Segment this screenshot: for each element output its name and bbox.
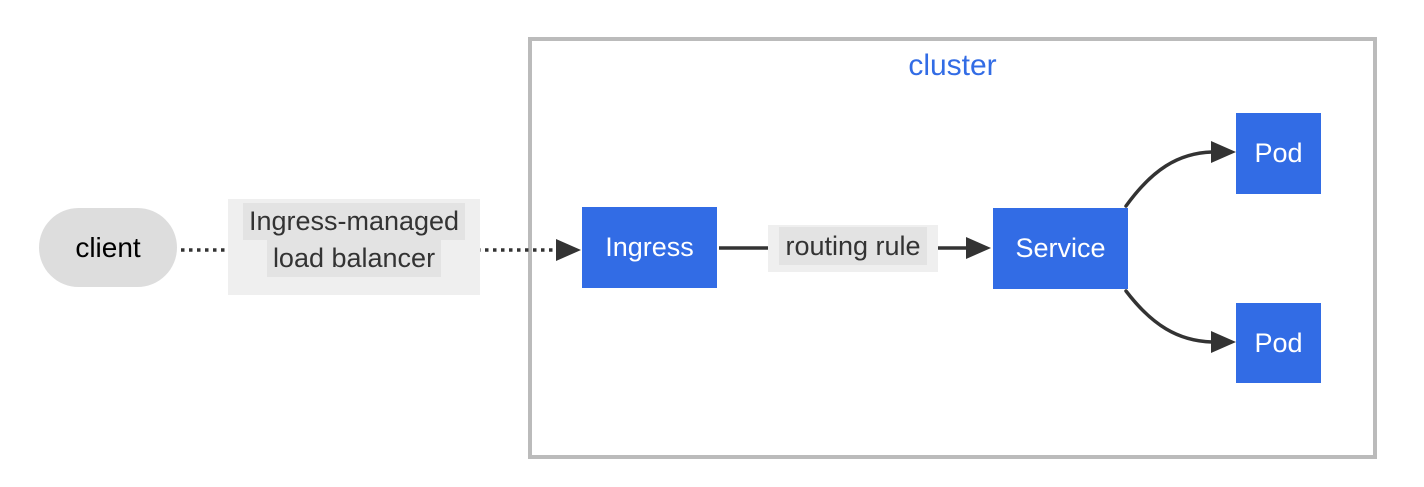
service-pod-top-arrow [1124, 141, 1236, 208]
load-balancer-edge-label-line1: Ingress-managed [242, 203, 466, 240]
service-pod-top-curve [1124, 150, 1214, 208]
ingress-node-label: Ingress [605, 232, 694, 262]
pod-top-node-label: Pod [1254, 138, 1303, 168]
load-balancer-edge-label-line2: load balancer [266, 240, 442, 277]
client-node-label: client [75, 231, 141, 263]
service-node-label: Service [1015, 233, 1106, 263]
service-node: Service [993, 208, 1128, 289]
service-pod-bottom-curve [1124, 289, 1214, 344]
service-pod-bottom-arrow [1124, 289, 1236, 353]
ingress-node: Ingress [582, 207, 717, 288]
pod-bottom-node: Pod [1236, 303, 1321, 383]
service-pod-bottom-arrowhead-icon [1211, 331, 1236, 353]
ingress-service-arrowhead-icon [966, 237, 991, 259]
cluster-label: cluster [908, 49, 997, 82]
pod-top-node: Pod [1236, 113, 1321, 194]
service-pod-top-arrowhead-icon [1211, 141, 1236, 163]
pod-bottom-node-label: Pod [1254, 327, 1303, 358]
load-balancer-edge-label: Ingress-managed load balancer [228, 199, 480, 295]
client-node: client [39, 208, 177, 287]
routing-rule-edge-label-text: routing rule [779, 227, 927, 265]
client-ingress-arrowhead-icon [556, 239, 581, 261]
routing-rule-edge-label: routing rule [768, 225, 938, 272]
